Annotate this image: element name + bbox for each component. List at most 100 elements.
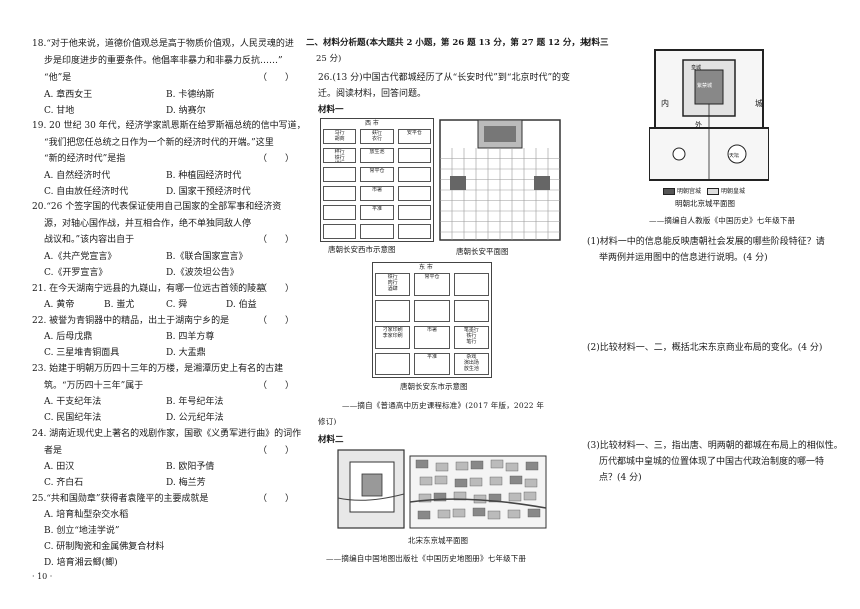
market-block xyxy=(414,299,450,322)
option-d[interactable]: D. 梅兰芳 xyxy=(166,478,206,488)
building-block xyxy=(489,476,503,486)
option-b[interactable]: B. 卡德纳斯 xyxy=(166,90,215,100)
building-block xyxy=(487,510,501,520)
option-b[interactable]: B. 创立“地洼学说” xyxy=(44,526,120,536)
market-block xyxy=(397,167,431,182)
building-block xyxy=(452,508,466,518)
option-d[interactable]: D. 培育湘云鲫(鲫) xyxy=(44,558,118,568)
market-block: 笔墨行 铁行 笔行 xyxy=(453,326,489,349)
option-c[interactable]: C. 民国纪年法 xyxy=(44,413,102,423)
question-text: 18.“对于他来说，道德价值观总是高于物质价值观，人民灵魂的进 xyxy=(32,39,294,49)
figure-caption: 唐朝长安东市示意图 xyxy=(400,382,468,391)
option-a[interactable]: A. 黄帝 xyxy=(44,300,75,310)
figure-caption: 唐朝长安西市示意图 xyxy=(328,245,396,254)
section-heading: 25 分) xyxy=(316,54,342,64)
answer-bracket[interactable]: （ ） xyxy=(258,381,295,391)
option-b[interactable]: B. 年号纪年法 xyxy=(166,397,224,407)
page-number: · 10 · xyxy=(32,572,53,581)
answer-bracket[interactable]: （ ） xyxy=(258,235,295,245)
option-b[interactable]: B. 四羊方尊 xyxy=(166,332,215,342)
option-d[interactable]: D. 国家干预经济时代 xyxy=(166,187,251,197)
question-text: 23. 始建于明朝万历四十三年的万楼，是湘潭历史上有名的古建 xyxy=(32,364,284,374)
source-note: ——摘编自人教版《中国历史》七年级下册 xyxy=(649,216,796,225)
market-block xyxy=(397,224,431,239)
option-c[interactable]: C. 三星堆青铜面具 xyxy=(44,348,120,358)
changan-plan-map xyxy=(439,119,561,241)
option-c[interactable]: C. 舜 xyxy=(166,300,188,310)
option-a[interactable]: A. 培育籼型杂交水稻 xyxy=(44,510,129,520)
building-block xyxy=(470,460,484,470)
answer-bracket[interactable]: （ ） xyxy=(258,316,295,326)
market-block xyxy=(323,167,357,182)
option-c[interactable]: C. 自由放任经济时代 xyxy=(44,187,129,197)
option-b[interactable]: B. 欧阳予倩 xyxy=(166,462,215,472)
question-text: 筑。“万历四十三年”属于 xyxy=(44,381,144,391)
question-text: 25.“共和国勋章”获得者袁隆平的主要成就是 xyxy=(32,494,209,504)
market-block: 市署 xyxy=(414,326,450,349)
source-note: 修订) xyxy=(318,417,337,426)
option-c[interactable]: C. 甘地 xyxy=(44,106,75,116)
question-text: 24. 湖南近现代史上著名的戏剧作家，国歌《义勇军进行曲》的词作 xyxy=(32,429,302,439)
map-label: 皇城 xyxy=(691,65,702,71)
map-label: 外 xyxy=(695,121,702,129)
sub-question-3: 历代都城中皇城的位置体现了中国古代政治制度的哪一特 xyxy=(599,457,825,467)
option-d[interactable]: D.《波茨坦公告》 xyxy=(166,268,239,278)
section-heading: 二、材料分析题(本大题共 2 小题，第 26 题 13 分，第 27 题 12 … xyxy=(306,38,589,48)
source-note: ——摘自《普通高中历史课程标准》(2017 年版，2022 年 xyxy=(342,401,545,410)
answer-bracket[interactable]: （ ） xyxy=(258,154,295,164)
answer-area-3[interactable] xyxy=(587,486,827,566)
option-b[interactable]: B. 蚩尤 xyxy=(104,300,135,310)
building-block xyxy=(505,462,519,472)
market-block xyxy=(323,186,357,201)
market-block: 安平仓 xyxy=(397,129,431,144)
source-note: ——摘编自中国地图出版社《中国历史地图册》七年级下册 xyxy=(326,554,527,563)
option-a[interactable]: A. 自然经济时代 xyxy=(44,171,111,181)
building-block xyxy=(527,508,541,518)
ming-beijing-plan-map xyxy=(649,49,769,181)
question-text: 战议和。”该内容出自于 xyxy=(44,235,135,245)
answer-bracket[interactable]: （ ） xyxy=(258,284,295,294)
option-b[interactable]: B. 种植园经济时代 xyxy=(166,171,242,181)
market-block: 市署 xyxy=(360,186,394,201)
building-block xyxy=(524,478,538,488)
question-text: 20.“26 个签字国的代表保证使用自己国家的全部军事和经济资 xyxy=(32,202,282,212)
option-c[interactable]: C. 齐白石 xyxy=(44,478,84,488)
option-a[interactable]: A. 后母戊鼎 xyxy=(44,332,93,342)
legend-swatch xyxy=(663,188,675,195)
market-block xyxy=(397,205,431,220)
question-text: 迁。阅读材料，回答问题。 xyxy=(318,89,427,99)
building-block xyxy=(508,492,522,502)
answer-bracket[interactable]: （ ） xyxy=(258,446,295,456)
option-b[interactable]: B.《联合国家宣言》 xyxy=(166,252,248,262)
figure-caption: 唐朝长安平面图 xyxy=(456,247,509,256)
question-text: 源，对轴心国作战，并互相合作，绝不单独同敌人停 xyxy=(44,219,252,229)
market-block xyxy=(375,352,411,375)
answer-area-1[interactable] xyxy=(587,266,827,336)
option-c[interactable]: C. 研制陶瓷和金属佛复合材料 xyxy=(44,542,165,552)
option-a[interactable]: A. 田汉 xyxy=(44,462,75,472)
building-block xyxy=(419,476,433,486)
option-d[interactable]: D. 大盂鼎 xyxy=(166,348,206,358)
question-text: 22. 被誉为青铜器中的精品，出土于湖南宁乡的是 xyxy=(32,316,230,326)
market-block xyxy=(375,299,411,322)
option-a[interactable]: A.《共产党宣言》 xyxy=(44,252,117,262)
answer-area-2[interactable] xyxy=(587,356,827,434)
market-block: 平准 xyxy=(414,352,450,375)
building-block xyxy=(454,478,468,488)
market-block xyxy=(453,299,489,322)
answer-bracket[interactable]: （ ） xyxy=(258,494,295,504)
dongjing-plan-map xyxy=(337,449,547,529)
building-block xyxy=(435,462,449,472)
answer-bracket[interactable]: （ ） xyxy=(258,73,295,83)
option-d[interactable]: D. 伯益 xyxy=(226,300,257,310)
option-a[interactable]: A. 章西女王 xyxy=(44,90,93,100)
option-d[interactable]: D. 公元纪年法 xyxy=(166,413,224,423)
option-d[interactable]: D. 纳赛尔 xyxy=(166,106,206,116)
option-a[interactable]: A. 干支纪年法 xyxy=(44,397,102,407)
material-title: 材料三 xyxy=(583,38,609,48)
option-c[interactable]: C.《开罗宣言》 xyxy=(44,268,108,278)
question-text: “他”是 xyxy=(44,73,72,83)
building-block xyxy=(433,492,447,502)
sub-question-3: 点？(4 分) xyxy=(599,473,642,483)
market-block xyxy=(360,224,394,239)
